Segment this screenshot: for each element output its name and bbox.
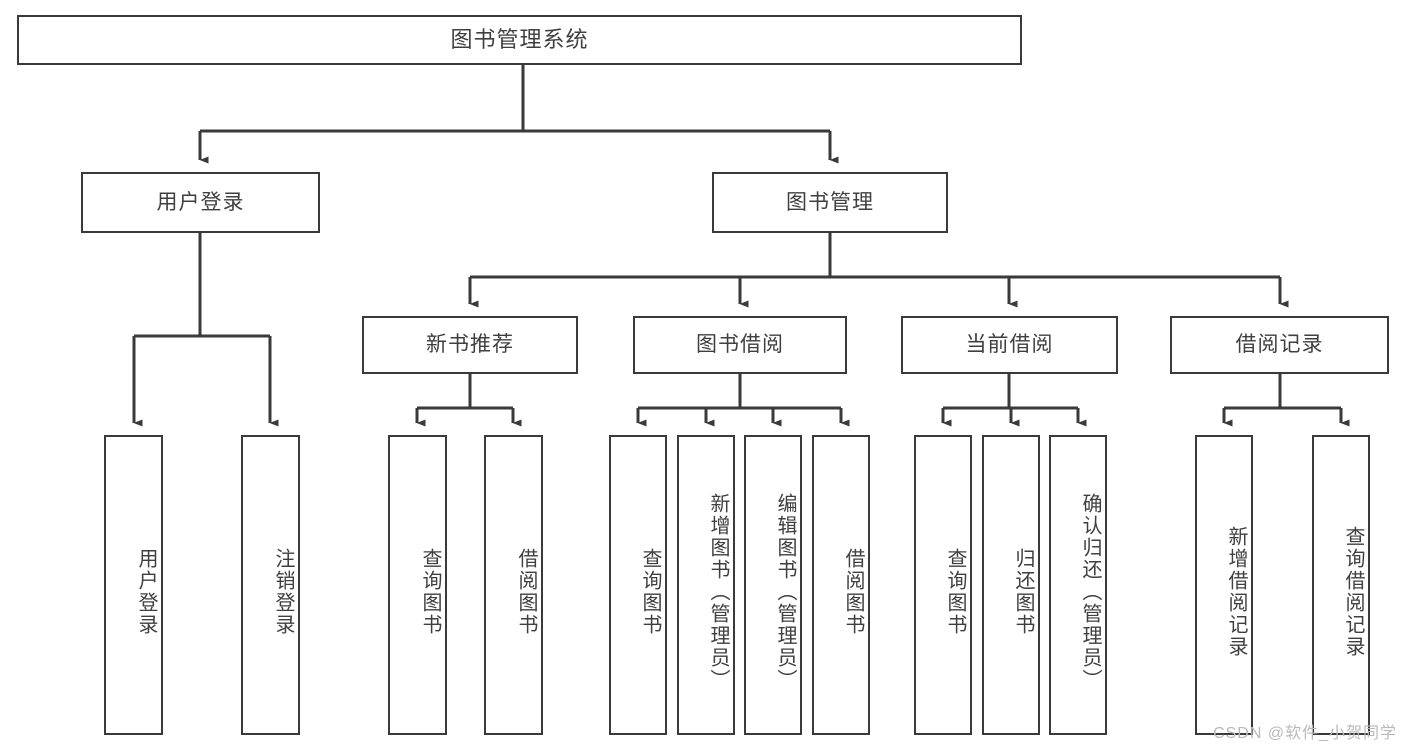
node-book-borrow[interactable]: 图书借阅 — [633, 316, 847, 374]
node-leaf-rec-query[interactable]: 查询图书 — [388, 435, 447, 735]
node-leaf-cur-return-label: 归还图书 — [1012, 548, 1034, 636]
node-leaf-cur-confirm[interactable]: 确认归还（管理员） — [1049, 435, 1107, 735]
node-user-login-label: 用户登录 — [156, 190, 245, 214]
node-borrow-record-label: 借阅记录 — [1235, 333, 1324, 357]
node-leaf-user-logout-label: 注销登录 — [272, 548, 294, 636]
node-leaf-user-login-label: 用户登录 — [135, 548, 157, 636]
node-leaf-rec-query2-label: 查询借阅记录 — [1342, 526, 1364, 658]
node-leaf-user-logout[interactable]: 注销登录 — [241, 435, 300, 735]
node-current-borrow[interactable]: 当前借阅 — [901, 316, 1118, 374]
node-book-manage-label: 图书管理 — [786, 190, 874, 214]
node-leaf-rec-add[interactable]: 新增借阅记录 — [1195, 435, 1253, 735]
node-borrow-record[interactable]: 借阅记录 — [1170, 316, 1389, 374]
node-leaf-borrow-edit[interactable]: 编辑图书（管理员） — [744, 435, 802, 735]
node-leaf-rec-borrow[interactable]: 借阅图书 — [484, 435, 543, 735]
node-leaf-rec-query-label: 查询图书 — [419, 548, 441, 636]
node-leaf-borrow-query-label: 查询图书 — [639, 548, 661, 636]
node-leaf-cur-query[interactable]: 查询图书 — [914, 435, 972, 735]
node-new-book-rec[interactable]: 新书推荐 — [362, 316, 578, 374]
node-book-manage[interactable]: 图书管理 — [712, 172, 948, 233]
node-leaf-cur-return[interactable]: 归还图书 — [982, 435, 1040, 735]
node-user-login[interactable]: 用户登录 — [81, 172, 320, 233]
node-leaf-cur-query-label: 查询图书 — [944, 548, 966, 636]
node-new-book-rec-label: 新书推荐 — [426, 333, 514, 357]
node-leaf-borrow-do-label: 借阅图书 — [842, 548, 864, 636]
node-leaf-borrow-edit-label: 编辑图书（管理员） — [774, 493, 796, 691]
node-leaf-borrow-query[interactable]: 查询图书 — [609, 435, 667, 735]
node-leaf-borrow-add-label: 新增图书（管理员） — [707, 493, 729, 691]
node-root[interactable]: 图书管理系统 — [17, 15, 1022, 65]
node-leaf-rec-borrow-label: 借阅图书 — [515, 548, 537, 636]
node-leaf-rec-add-label: 新增借阅记录 — [1225, 526, 1247, 658]
node-book-borrow-label: 图书借阅 — [696, 333, 784, 357]
node-current-borrow-label: 当前借阅 — [965, 333, 1054, 357]
csdn-watermark: CSDN @软件_小贺同学 — [1213, 725, 1397, 742]
node-leaf-borrow-add[interactable]: 新增图书（管理员） — [677, 435, 735, 735]
node-leaf-borrow-do[interactable]: 借阅图书 — [812, 435, 870, 735]
node-leaf-rec-query2[interactable]: 查询借阅记录 — [1312, 435, 1370, 735]
node-leaf-user-login[interactable]: 用户登录 — [104, 435, 163, 735]
node-leaf-cur-confirm-label: 确认归还（管理员） — [1079, 493, 1101, 691]
node-root-label: 图书管理系统 — [450, 26, 589, 52]
